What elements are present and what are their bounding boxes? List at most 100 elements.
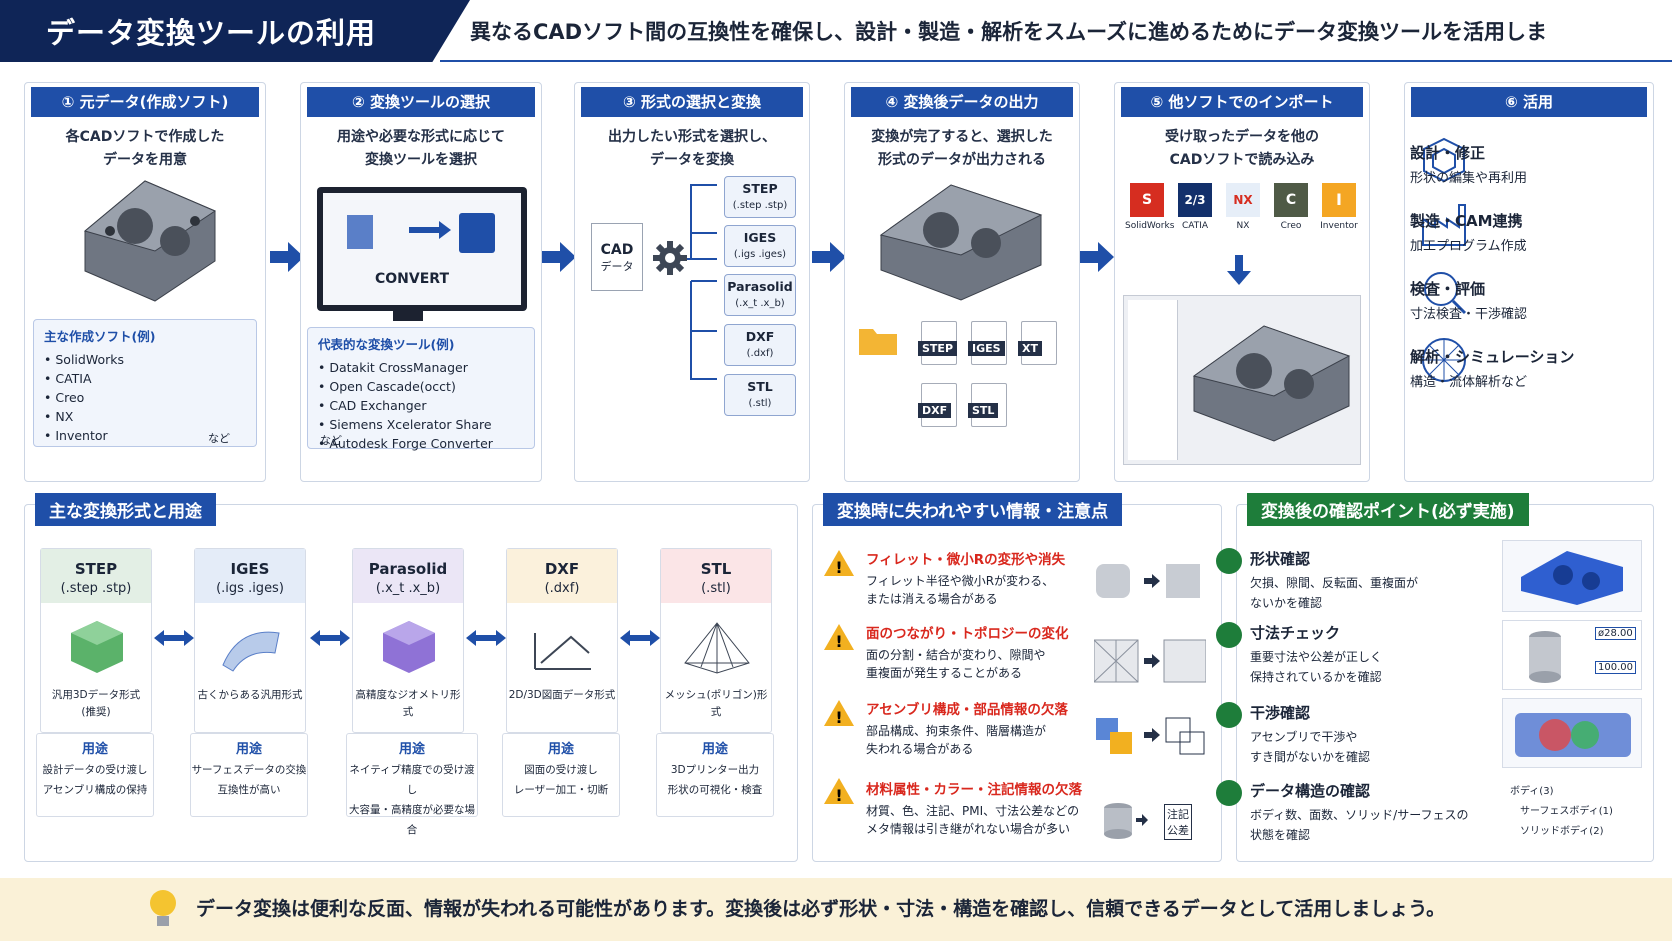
warnings-section: 変換時に失われやすい情報・注意点 bbox=[812, 493, 1222, 862]
geometry-cube-icon bbox=[383, 621, 435, 673]
cad-part-image bbox=[1192, 325, 1351, 442]
check-desc: アセンブリで干渉や すき間がないかを確認 bbox=[1250, 730, 1371, 764]
format-ext: (.x_t .x_b) bbox=[375, 581, 441, 596]
flow-arrow-icon bbox=[812, 242, 846, 272]
solidworks-logo-icon: S bbox=[1130, 183, 1164, 217]
file-tag: STEP bbox=[918, 341, 958, 356]
list-item: Creo bbox=[44, 388, 246, 407]
use-title: 解析・シミュレーション bbox=[1410, 348, 1575, 366]
chip-ext: (.step .stp) bbox=[732, 200, 788, 211]
use-label: 用途 bbox=[398, 742, 425, 757]
file-tag: DXF bbox=[918, 403, 952, 418]
step-2-title: ② 変換ツールの選択 bbox=[307, 87, 535, 117]
double-arrow-icon bbox=[154, 630, 194, 646]
format-card-step: STEP (.step .stp) 汎用3Dデータ形式 (推奨) bbox=[40, 548, 152, 733]
format-ext: (.dxf) bbox=[544, 581, 580, 596]
format-card-header: STEP (.step .stp) bbox=[41, 549, 151, 603]
blue-part-icon bbox=[1521, 551, 1623, 605]
footer-message: データ変換は便利な反面、情報が失われる可能性があります。変換後は必ず形状・寸法・… bbox=[196, 898, 1446, 920]
header: データ変換ツールの利用 異なるCADソフト間の互換性を確保し、設計・製造・解析を… bbox=[0, 0, 1672, 62]
inspect-icon bbox=[1424, 272, 1467, 315]
check-icon bbox=[1216, 702, 1242, 728]
monitor-image: CONVERT bbox=[317, 187, 527, 311]
chip-name: DXF bbox=[745, 329, 775, 344]
formats-section-title: 主な変換形式と用途 bbox=[35, 493, 216, 526]
checks-section: 変換後の確認ポイント(必ず実施) bbox=[1236, 493, 1654, 862]
use-manufacturing: 製造・CAM連携加工プログラム作成 bbox=[1410, 210, 1650, 254]
chip-ext: (.stl) bbox=[748, 398, 772, 409]
warning-topology: 面のつながり・トポロジーの変化面の分割・結合が変わり、隙間や 重複面が発生するこ… bbox=[866, 622, 1126, 682]
use-text: サーフェスデータの交換 互換性が高い bbox=[191, 764, 307, 796]
use-desc: 加工プログラム作成 bbox=[1410, 239, 1527, 254]
use-text: 3Dプリンター出力 形状の可視化・検査 bbox=[667, 764, 763, 796]
catia-logo-icon: 2/3 bbox=[1178, 183, 1212, 217]
cad-part-image bbox=[83, 180, 217, 302]
check-icon bbox=[1216, 548, 1242, 574]
monitor-stand bbox=[393, 311, 423, 321]
conversion-tool-list: 代表的な変換ツール(例) Datakit CrossManager Open C… bbox=[307, 327, 535, 451]
svg-text:!: ! bbox=[835, 786, 842, 805]
check-desc: ボディ数、面数、ソリッド/サーフェスの 状態を確認 bbox=[1250, 808, 1469, 842]
solid-cube-icon bbox=[71, 621, 123, 673]
list-item: CATIA bbox=[44, 369, 246, 388]
warning-desc: 面の分割・結合が変わり、隙間や 重複面が発生することがある bbox=[866, 648, 1046, 680]
app-name: Inventor bbox=[1320, 221, 1358, 231]
warning-icon: ! bbox=[824, 778, 854, 805]
chip-ext: (.x_t .x_b) bbox=[735, 298, 785, 309]
tool-list-title: 代表的な変換ツール(例) bbox=[318, 337, 455, 352]
warning-icon: ! bbox=[824, 550, 854, 577]
length-label: 100.00 bbox=[1595, 661, 1636, 674]
check-title: 形状確認 bbox=[1250, 550, 1311, 568]
app-name: CATIA bbox=[1181, 221, 1209, 231]
chip-name: STEP bbox=[742, 181, 778, 196]
list-item: Inventor bbox=[44, 426, 246, 445]
use-card-parasolid: 用途ネイティブ精度での受け渡し 大容量・高精度が必要な場合 bbox=[346, 733, 478, 836]
nx-logo-icon: NX bbox=[1226, 183, 1260, 217]
fillet-change-diagram bbox=[1096, 564, 1200, 598]
format-desc: 古くからある汎用形式 bbox=[197, 689, 303, 701]
source-software-list: 主な作成ソフト(例) SolidWorks CATIA Creo NX Inve… bbox=[33, 319, 257, 447]
step-5-title: ⑤ 他ソフトでのインポート bbox=[1121, 87, 1363, 117]
list-item: Datakit CrossManager bbox=[318, 358, 524, 377]
mesh-analysis-icon bbox=[1422, 338, 1466, 382]
flow-arrow-icon bbox=[1080, 242, 1114, 272]
double-arrow-icon bbox=[310, 630, 350, 646]
use-text: ネイティブ精度での受け渡し 大容量・高精度が必要な場合 bbox=[349, 764, 475, 836]
lightbulb-icon bbox=[150, 890, 176, 926]
etc-label: など bbox=[208, 432, 230, 445]
step-2-desc: 用途や必要な形式に応じて 変換ツールを選択 bbox=[337, 129, 505, 168]
header-divider bbox=[440, 60, 1672, 62]
format-ext: (.step .stp) bbox=[60, 581, 132, 596]
cube-design-icon bbox=[1423, 137, 1465, 183]
svg-text:!: ! bbox=[835, 708, 842, 727]
interference-check-image bbox=[1502, 698, 1642, 768]
step-1-title: ① 元データ(作成ソフト) bbox=[31, 87, 259, 117]
format-desc: 汎用3Dデータ形式 (推奨) bbox=[51, 689, 141, 718]
use-desc: 寸法検査・干渉確認 bbox=[1410, 307, 1528, 322]
format-name: Parasolid bbox=[368, 560, 448, 578]
warning-desc: 部品構成、拘束条件、階層構造が 失われる場合がある bbox=[866, 724, 1047, 756]
format-chip-step: STEP (.step .stp) bbox=[724, 176, 796, 218]
step-4-card: ④ 変換後データの出力 変換が完了すると、選択した 形式のデータが出力される S… bbox=[844, 82, 1080, 482]
format-ext: (.stl) bbox=[701, 581, 731, 596]
use-desc: 構造・流体解析など bbox=[1410, 375, 1528, 390]
step-3-desc: 出力したい形式を選択し、 データを変換 bbox=[608, 129, 776, 168]
warning-title: アセンブリ構成・部品情報の欠落 bbox=[866, 702, 1068, 718]
use-analysis: 解析・シミュレーション構造・流体解析など bbox=[1410, 346, 1650, 390]
step-5-desc: 受け取ったデータを他の CADソフトで読み込み bbox=[1165, 129, 1319, 168]
down-arrow-icon bbox=[1227, 255, 1251, 285]
svg-text:!: ! bbox=[835, 558, 842, 577]
material-cylinder-icon bbox=[1104, 803, 1148, 839]
format-chip-dxf: DXF (.dxf) bbox=[724, 324, 796, 366]
etc-label: など bbox=[320, 434, 342, 447]
check-title: データ構造の確認 bbox=[1250, 782, 1371, 800]
topology-change-diagram bbox=[1094, 639, 1206, 683]
chip-ext: (.dxf) bbox=[746, 348, 774, 359]
check-icon bbox=[1216, 780, 1242, 806]
format-name: STEP bbox=[74, 560, 118, 578]
app-name: NX bbox=[1236, 221, 1250, 231]
svg-text:!: ! bbox=[835, 632, 842, 651]
